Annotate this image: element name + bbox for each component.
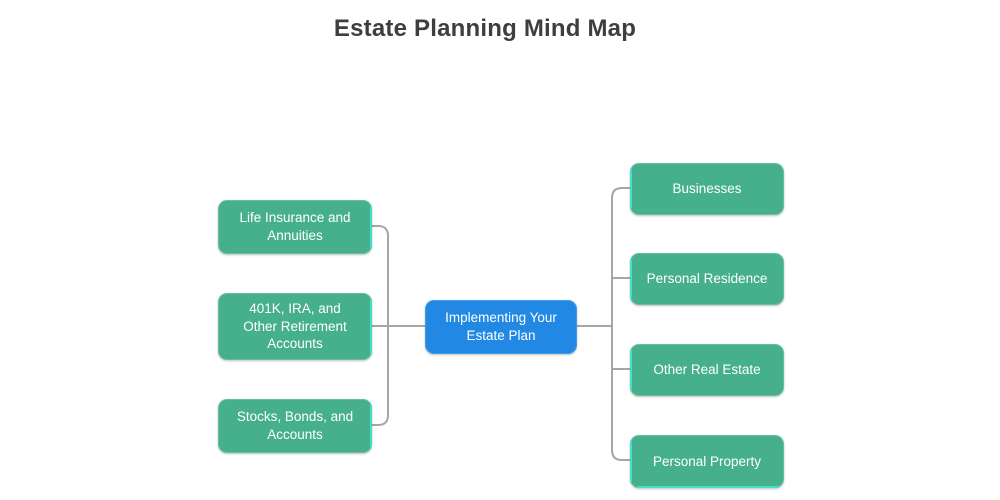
- node-label: 401K, IRA, and Other Retirement Accounts: [243, 300, 347, 352]
- node-label: Implementing Your Estate Plan: [445, 310, 557, 343]
- node-life-insurance-annuities[interactable]: Life Insurance and Annuities: [218, 200, 372, 254]
- node-stocks-bonds-accounts[interactable]: Stocks, Bonds, and Accounts: [218, 399, 372, 453]
- connector-right-bottom: [611, 326, 630, 461]
- connection-accent: [370, 405, 372, 447]
- connection-accent: [630, 169, 632, 209]
- node-other-real-estate[interactable]: Other Real Estate: [630, 344, 784, 396]
- node-personal-residence[interactable]: Personal Residence: [630, 253, 784, 305]
- node-label: Personal Residence: [646, 271, 768, 287]
- connection-accent: [630, 350, 632, 390]
- connection-accent: [637, 486, 779, 488]
- node-root-implementing-estate-plan[interactable]: Implementing Your Estate Plan: [425, 300, 577, 354]
- connection-accent: [630, 441, 632, 482]
- connector-right-top: [611, 187, 630, 326]
- connector-left-bottom: [370, 326, 389, 426]
- connector-left-top: [370, 225, 389, 326]
- node-businesses[interactable]: Businesses: [630, 163, 784, 215]
- connection-accent: [630, 259, 632, 299]
- node-label: Stocks, Bonds, and Accounts: [236, 409, 354, 442]
- diagram-title: Estate Planning Mind Map: [333, 15, 637, 42]
- node-label: Other Real Estate: [653, 362, 761, 378]
- node-label: Businesses: [672, 181, 742, 197]
- node-label: Personal Property: [652, 453, 762, 469]
- node-personal-property[interactable]: Personal Property: [630, 435, 784, 488]
- node-retirement-accounts[interactable]: 401K, IRA, and Other Retirement Accounts: [218, 293, 372, 360]
- connection-accent: [370, 299, 372, 354]
- connection-accent: [370, 206, 372, 248]
- node-label: Life Insurance and Annuities: [239, 210, 351, 243]
